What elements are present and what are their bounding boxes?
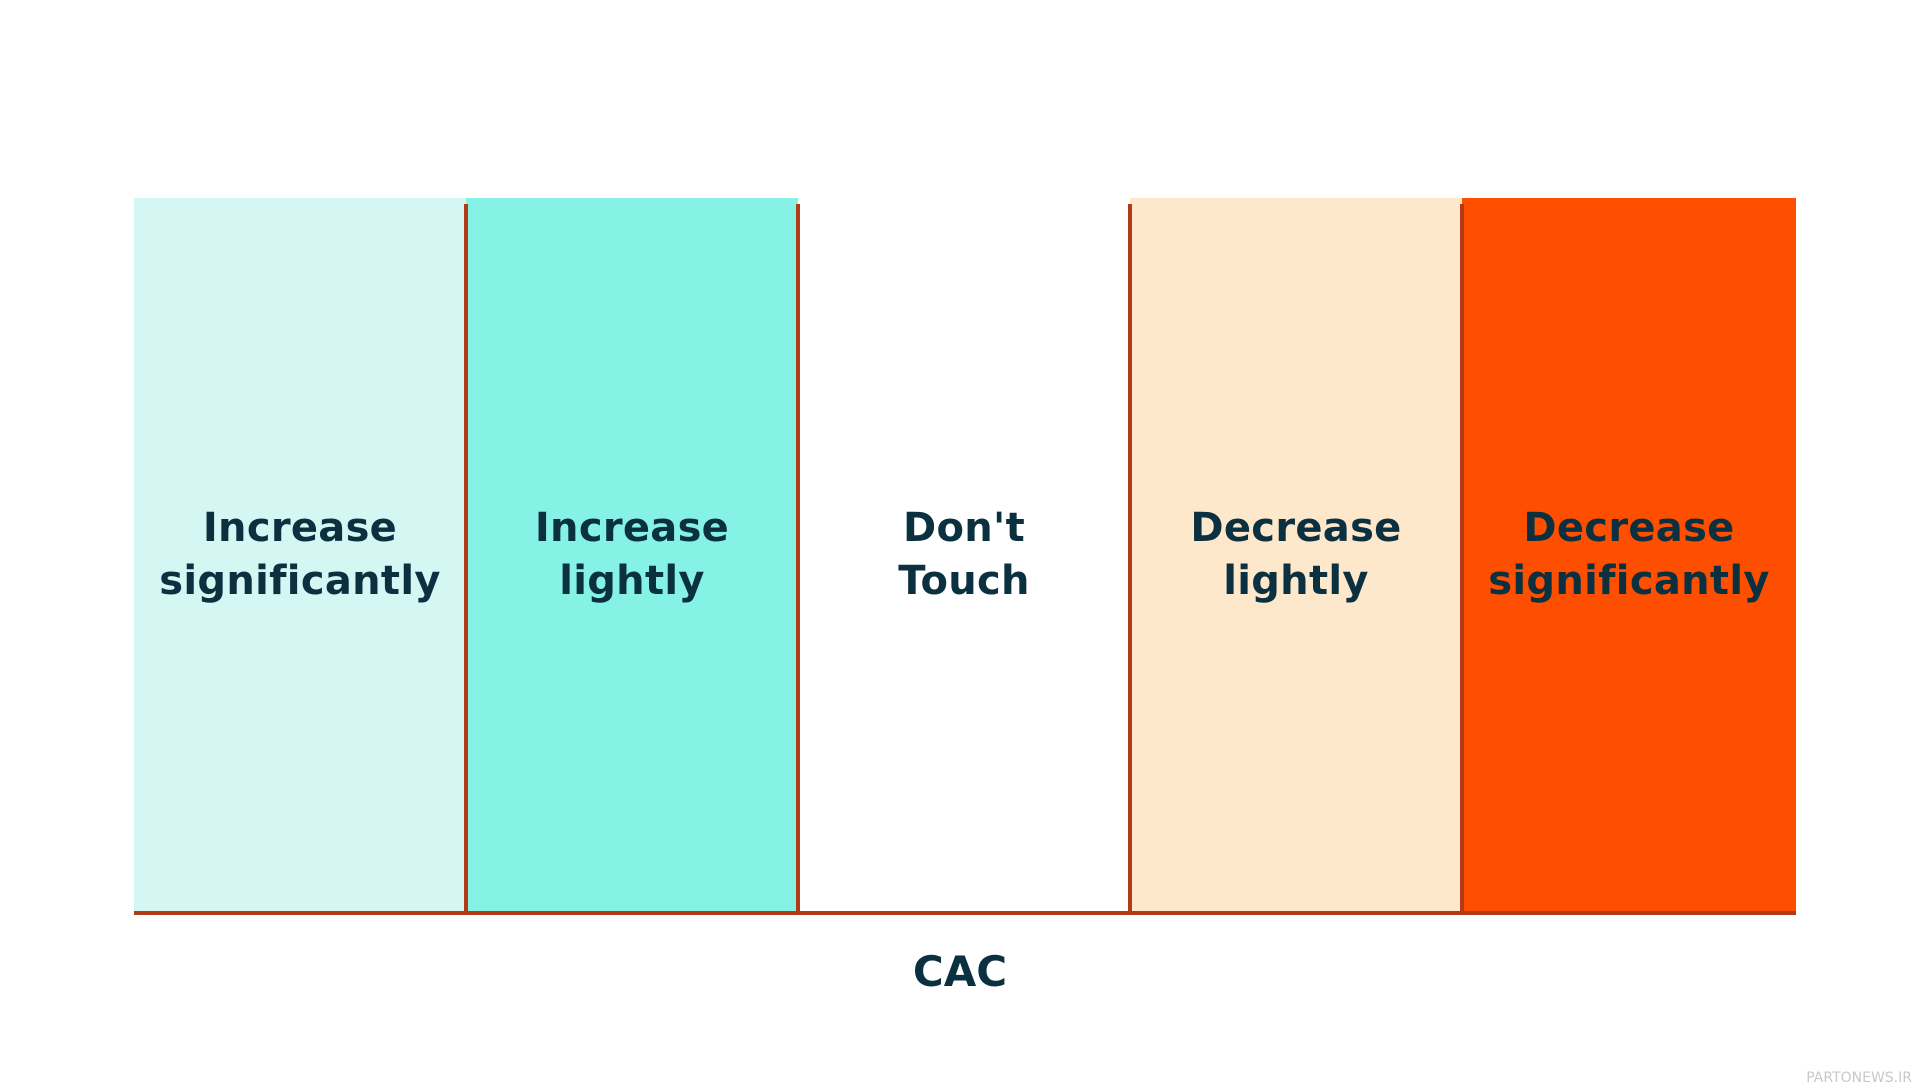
band-decrease-significantly: Decrease significantly <box>1462 198 1796 912</box>
band-divider <box>1128 204 1132 912</box>
band-dont-touch: Don't Touch <box>798 198 1130 912</box>
axis-label: CAC <box>912 947 1008 996</box>
watermark: PARTONEWS.IR <box>1806 1070 1912 1086</box>
band-label: Increase significantly <box>159 505 441 604</box>
band-label: Decrease lightly <box>1190 505 1402 604</box>
band-divider <box>1460 204 1464 912</box>
band-divider <box>464 204 468 912</box>
band-label: Don't Touch <box>898 505 1030 604</box>
axis-line <box>134 911 1796 915</box>
band-increase-lightly: Increase lightly <box>466 198 798 912</box>
band-divider <box>796 204 800 912</box>
band-label: Decrease significantly <box>1488 505 1770 604</box>
band-decrease-lightly: Decrease lightly <box>1130 198 1462 912</box>
band-increase-significantly: Increase significantly <box>134 198 466 912</box>
band-label: Increase lightly <box>534 505 730 604</box>
